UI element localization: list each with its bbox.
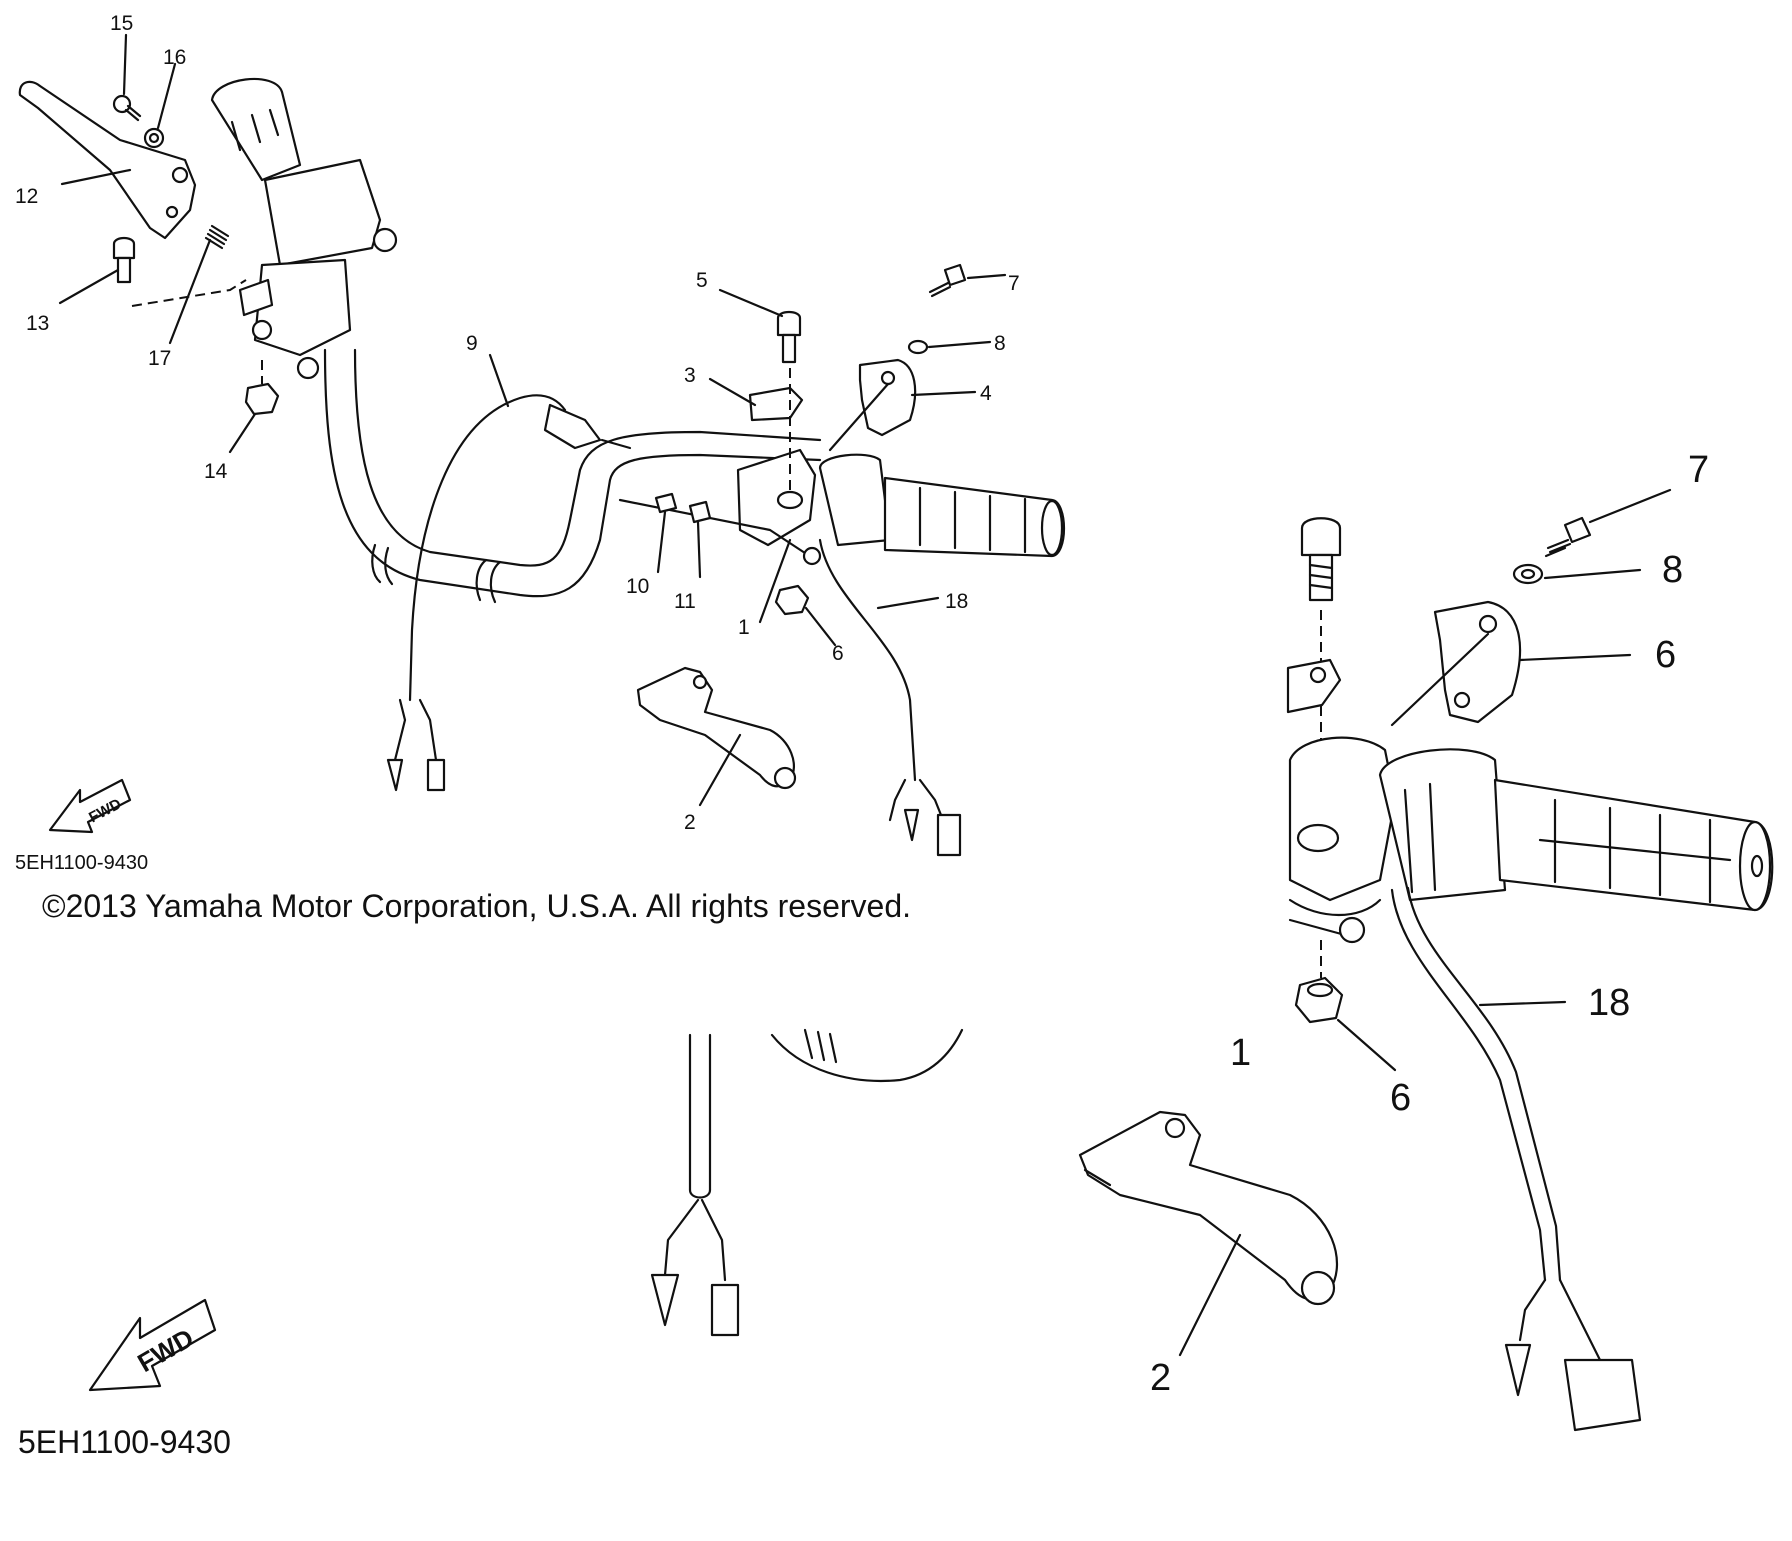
callout-9: 9 [466,332,478,355]
callout-2: 2 [684,811,696,834]
holder-4 [828,358,917,452]
cable-18 [818,538,962,857]
enlarged-lower-fragment: FWD 5EH1100-9430 [18,1028,964,1460]
lever-2-large [1078,1110,1339,1306]
screw-7-large [1544,516,1592,558]
callout-7: 7 [1008,272,1020,295]
holder-4-large [1390,600,1522,727]
callout-14: 14 [204,460,228,483]
nut-14 [244,382,280,416]
right-grip [818,453,1066,558]
bolt-5-large [1300,517,1342,602]
fwd-arrow-large: FWD [88,1298,217,1392]
callout-12: 12 [15,185,38,208]
callout-18-large: 18 [1588,982,1630,1024]
bracket-3-large [1286,658,1342,714]
lever-12 [18,80,197,240]
cable-18-large [1390,886,1642,1432]
spring-17 [204,224,230,250]
callout-11: 11 [674,590,696,613]
left-perch [238,258,352,380]
right-grip-large [1378,748,1774,912]
callout-1-large: 1 [1230,1032,1251,1074]
left-grip [210,77,302,182]
overview-diagram: 15 16 12 13 17 14 9 3 5 7 8 4 10 11 1 6 … [15,12,1066,924]
callout-16: 16 [163,46,186,69]
fwd-arrow-small: FWD [48,778,132,834]
callout-3: 3 [684,364,696,387]
callout-10: 10 [626,575,649,598]
callout-1: 1 [738,616,750,639]
callout-18: 18 [945,590,968,613]
screw-15 [112,94,142,122]
handlebar [323,348,822,604]
left-switch-housing [263,158,398,267]
callout-15: 15 [110,12,133,35]
bolt-13 [112,236,136,284]
copyright-text: ©2013 Yamaha Motor Corporation, U.S.A. A… [42,888,911,924]
perch-1-large [1288,736,1397,944]
callout-8-large: 8 [1662,549,1683,591]
callout-17: 17 [148,347,171,370]
callout-5: 5 [696,269,708,292]
callout-2-large: 2 [1150,1357,1171,1399]
part-code-large: 5EH1100-9430 [18,1424,231,1460]
leader-lines-overview [58,33,1007,807]
callouts-overview: 15 16 12 13 17 14 9 3 5 7 8 4 10 11 1 6 … [15,12,1020,834]
nut-6 [774,584,810,616]
part-code-small: 5EH1100-9430 [15,852,148,874]
callout-8: 8 [994,332,1006,355]
callout-4: 4 [980,382,992,405]
clamp-11 [688,500,712,524]
washer-8 [907,339,929,355]
callout-4-large: 6 [1655,634,1676,676]
callout-7-large: 7 [1688,449,1709,491]
washer-8-large [1512,563,1544,585]
nut-16 [143,127,165,149]
callout-13: 13 [26,312,49,335]
lever-2 [636,666,797,790]
screw-7 [928,263,967,298]
callout-6: 6 [832,642,844,665]
bracket-3 [748,386,804,422]
cable-9 [386,394,632,792]
clamp-10 [654,492,678,514]
nut-6-large [1294,976,1344,1024]
callout-6-large: 6 [1390,1077,1411,1119]
enlarged-detail: 7 8 6 [1078,449,1774,1432]
bolt-5 [776,310,802,364]
